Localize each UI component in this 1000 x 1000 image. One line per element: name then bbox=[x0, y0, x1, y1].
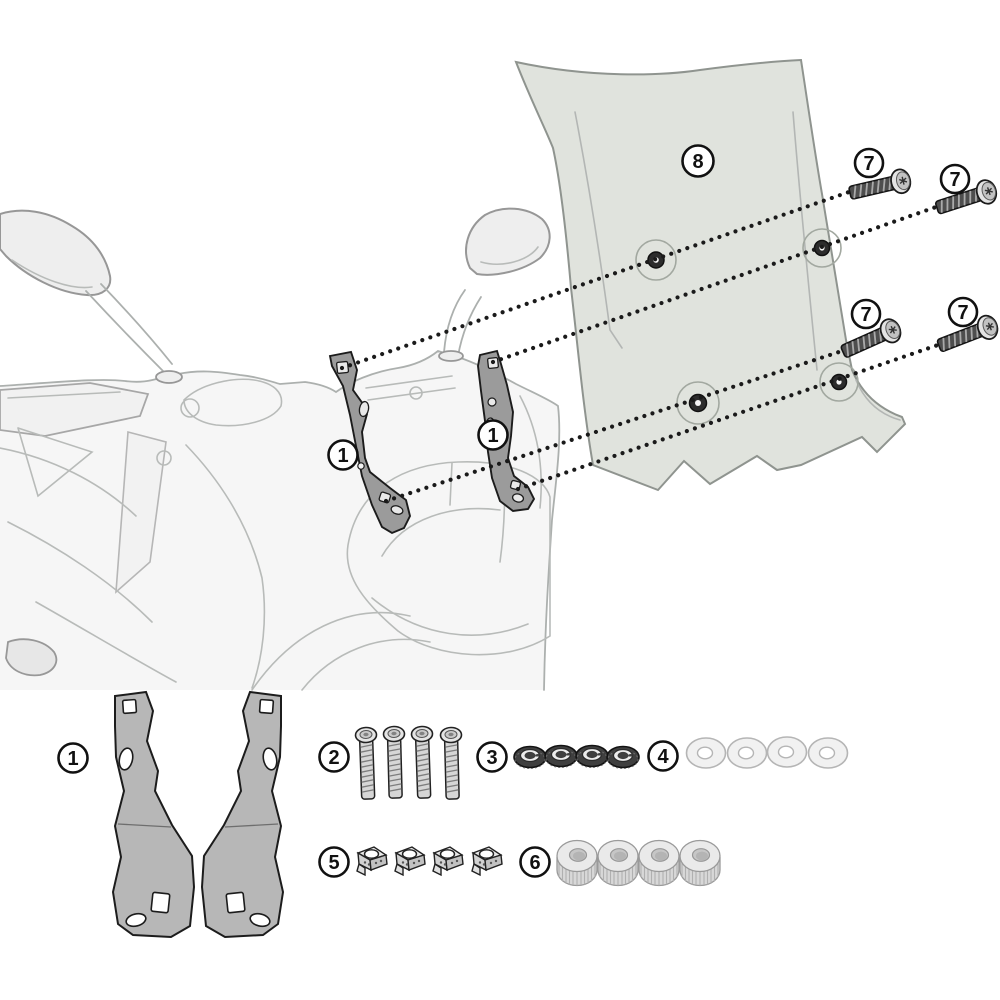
guide-line-lower-right bbox=[515, 342, 941, 492]
callout-screw-lower-right: 7 bbox=[947, 296, 979, 328]
callout-label: 1 bbox=[337, 445, 348, 467]
callout-label: 6 bbox=[529, 852, 540, 874]
callout-label: 1 bbox=[67, 748, 78, 770]
callout-bracket-right-fitted: 1 bbox=[477, 419, 509, 451]
callout-kit-well-washers: 3 bbox=[476, 741, 508, 773]
kit-flat-washers bbox=[685, 736, 849, 769]
callout-label: 7 bbox=[860, 304, 871, 326]
callout-kit-bracket: 1 bbox=[57, 742, 89, 774]
callout-kit-bolts: 2 bbox=[318, 741, 350, 773]
callout-screw-upper-right: 7 bbox=[939, 163, 971, 195]
windscreen-panel bbox=[514, 58, 907, 492]
callout-kit-flat-washers: 4 bbox=[647, 740, 679, 772]
callout-label: 2 bbox=[328, 747, 339, 769]
callout-label: 7 bbox=[957, 302, 968, 324]
windscreen-screws bbox=[837, 166, 1000, 364]
assembly-guide-lines bbox=[339, 189, 941, 504]
callout-label: 7 bbox=[949, 169, 960, 191]
fitted-bracket-left bbox=[328, 350, 412, 535]
handguard-left bbox=[0, 382, 167, 677]
windscreen-corner-line bbox=[855, 379, 901, 421]
dashboard bbox=[156, 375, 456, 466]
kit-well-washers bbox=[513, 744, 640, 770]
callout-kit-spacers: 6 bbox=[519, 846, 551, 878]
kit-bracket-pair bbox=[112, 691, 284, 938]
callout-label: 4 bbox=[657, 746, 669, 768]
windscreen bbox=[514, 58, 907, 492]
motorcycle-line-art bbox=[0, 207, 561, 691]
kit-bracket-right bbox=[201, 691, 284, 938]
right-mirror bbox=[438, 207, 551, 362]
kit-cage-nuts bbox=[356, 846, 503, 876]
kit-spacers bbox=[556, 839, 721, 887]
windscreen-curve-line-right bbox=[792, 111, 818, 371]
callout-kit-cage-nuts: 5 bbox=[318, 846, 350, 878]
callout-windscreen: 8 bbox=[681, 144, 715, 178]
callout-screw-upper-left: 7 bbox=[853, 147, 885, 179]
callout-label: 7 bbox=[863, 153, 874, 175]
callout-label: 1 bbox=[487, 425, 498, 447]
callout-bracket-left-fitted: 1 bbox=[327, 439, 359, 471]
kit-bracket-left bbox=[112, 691, 195, 938]
callout-label: 3 bbox=[486, 747, 497, 769]
callout-screw-lower-left: 7 bbox=[850, 298, 882, 330]
kit-bolts bbox=[354, 725, 464, 801]
windscreen-curve-line-left bbox=[574, 111, 623, 349]
guide-line-upper-right bbox=[490, 204, 939, 365]
callouts: 1 1 8 7 7 7 7 1 bbox=[57, 144, 979, 878]
guide-line-lower-left bbox=[383, 348, 845, 504]
headlight bbox=[346, 461, 551, 656]
left-mirror bbox=[0, 209, 183, 384]
callout-label: 5 bbox=[328, 852, 339, 874]
windscreen-holes bbox=[635, 228, 859, 425]
callout-label: 8 bbox=[692, 151, 703, 173]
